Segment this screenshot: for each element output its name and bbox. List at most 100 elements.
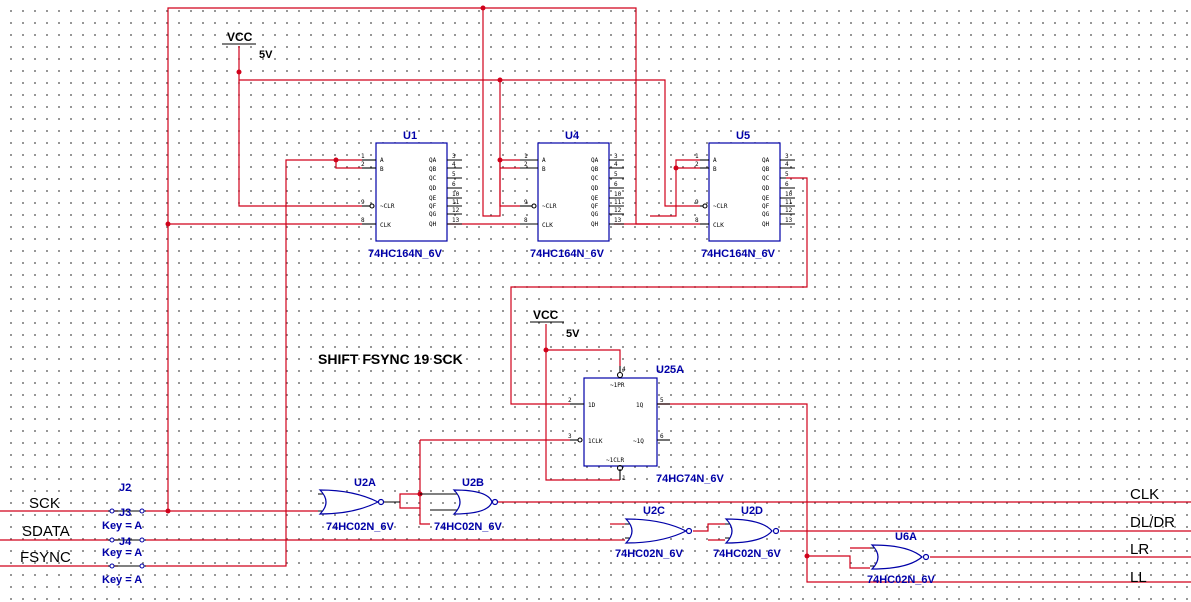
- net-label-sdata: SDATA: [22, 523, 70, 540]
- svg-text:5: 5: [785, 171, 789, 178]
- junctions: [165, 5, 810, 559]
- svg-text:3: 3: [452, 153, 456, 160]
- svg-text:QF: QF: [429, 203, 437, 210]
- connector-key: Key = A: [102, 547, 142, 559]
- nor-gate-u2c[interactable]: U2C 74HC02N_6V: [615, 505, 693, 560]
- svg-text:13: 13: [785, 217, 793, 224]
- ref-label: U2C: [643, 505, 665, 517]
- svg-text:11: 11: [785, 199, 793, 206]
- part-label: 74HC164N_6V: [368, 248, 443, 260]
- svg-text:2: 2: [361, 161, 365, 168]
- shift-register-u5[interactable]: U5 74HC164N_6V 1 2 9 8 A B ~CLR CLK QA Q…: [695, 130, 795, 260]
- svg-text:QB: QB: [429, 166, 437, 173]
- svg-text:10: 10: [452, 191, 460, 198]
- svg-text:1: 1: [524, 153, 528, 160]
- svg-text:2: 2: [568, 397, 572, 404]
- nor-gate-u6a[interactable]: U6A 74HC02N_6V: [867, 531, 936, 586]
- svg-text:QC: QC: [429, 175, 437, 182]
- output-labels: CLK DL/DR LR LL: [1130, 486, 1175, 586]
- svg-text:~CLR: ~CLR: [542, 203, 557, 210]
- nor-gate-u2a[interactable]: U2A 74HC02N_6V: [318, 477, 400, 533]
- svg-text:QG: QG: [591, 211, 599, 218]
- svg-text:6: 6: [452, 181, 456, 188]
- svg-text:2: 2: [695, 161, 699, 168]
- svg-text:9: 9: [695, 199, 699, 206]
- svg-text:~1PR: ~1PR: [610, 382, 625, 389]
- svg-text:QD: QD: [591, 185, 599, 192]
- ref-label: U6A: [895, 531, 917, 543]
- svg-text:~1Q: ~1Q: [633, 438, 644, 445]
- svg-text:1: 1: [622, 475, 626, 482]
- svg-text:8: 8: [695, 217, 699, 224]
- ref-label: U2B: [462, 477, 484, 489]
- svg-text:~CLR: ~CLR: [713, 203, 728, 210]
- svg-text:8: 8: [361, 217, 365, 224]
- svg-text:QH: QH: [762, 221, 770, 228]
- ref-label: U4: [565, 130, 580, 142]
- nor-gate-u2d[interactable]: U2D 74HC02N_6V: [713, 505, 782, 560]
- svg-text:QA: QA: [762, 157, 770, 164]
- svg-text:QF: QF: [762, 203, 770, 210]
- ref-label: U2A: [354, 477, 376, 489]
- shift-register-u1[interactable]: U1 74HC164N_6V 1 2 9 8 A B ~CLR CLK QA Q…: [361, 130, 462, 260]
- vcc-value: 5V: [566, 328, 580, 340]
- svg-text:~1CLR: ~1CLR: [606, 457, 624, 464]
- svg-text:QD: QD: [762, 185, 770, 192]
- vcc-symbol-1: VCC 5V: [222, 30, 273, 61]
- svg-text:5: 5: [614, 171, 618, 178]
- svg-text:3: 3: [614, 153, 618, 160]
- ref-label: U1: [403, 130, 417, 142]
- svg-text:5: 5: [660, 397, 664, 404]
- part-label: 74HC02N_6V: [326, 521, 395, 533]
- svg-text:QF: QF: [591, 203, 599, 210]
- part-label: 74HC164N_6V: [701, 248, 776, 260]
- svg-text:10: 10: [785, 191, 793, 198]
- svg-text:QA: QA: [591, 157, 599, 164]
- svg-text:QG: QG: [429, 211, 437, 218]
- vcc-symbol-2: VCC 5V: [530, 308, 580, 340]
- svg-text:A: A: [713, 157, 717, 164]
- net-label-clk: CLK: [1130, 486, 1159, 503]
- ref-label: U25A: [656, 364, 684, 376]
- net-label-fsync: FSYNC: [20, 549, 71, 566]
- svg-text:QE: QE: [429, 195, 437, 202]
- svg-text:2: 2: [524, 161, 528, 168]
- svg-text:QD: QD: [429, 185, 437, 192]
- nor-gate-u2b[interactable]: U2B 74HC02N_6V: [420, 477, 503, 533]
- svg-text:1CLK: 1CLK: [588, 438, 603, 445]
- flipflop-u25a[interactable]: U25A 74HC74N_6V ~1PR 1D 1Q 1CLK ~1Q ~1CL…: [568, 364, 725, 485]
- shift-register-u4[interactable]: U4 74HC164N_6V 1 2 9 8 A B ~CLR CLK QA Q…: [520, 130, 624, 260]
- svg-text:QB: QB: [762, 166, 770, 173]
- net-label-ll: LL: [1130, 569, 1147, 586]
- svg-text:QC: QC: [762, 175, 770, 182]
- wires: [0, 7, 1191, 583]
- svg-text:12: 12: [452, 207, 460, 214]
- connector-key: Key = A: [102, 520, 142, 532]
- svg-text:12: 12: [785, 207, 793, 214]
- svg-text:1: 1: [361, 153, 365, 160]
- ref-label: U5: [736, 130, 750, 142]
- svg-text:9: 9: [524, 199, 528, 206]
- svg-text:QC: QC: [591, 175, 599, 182]
- connectors[interactable]: J2 J3 Key = A J4 Key = A Key = A: [102, 482, 146, 586]
- svg-text:11: 11: [614, 199, 622, 206]
- svg-text:4: 4: [452, 161, 456, 168]
- part-label: 74HC02N_6V: [713, 548, 782, 560]
- svg-text:CLK: CLK: [713, 222, 724, 229]
- svg-text:3: 3: [785, 153, 789, 160]
- svg-text:QE: QE: [591, 195, 599, 202]
- svg-text:12: 12: [614, 207, 622, 214]
- svg-text:8: 8: [524, 217, 528, 224]
- svg-text:A: A: [380, 157, 384, 164]
- net-label-lr: LR: [1130, 541, 1149, 558]
- net-label-dl-dr: DL/DR: [1130, 514, 1175, 531]
- svg-text:13: 13: [452, 217, 460, 224]
- part-label: 74HC02N_6V: [867, 574, 936, 586]
- svg-text:1Q: 1Q: [636, 402, 644, 409]
- svg-text:QH: QH: [429, 221, 437, 228]
- svg-text:QG: QG: [762, 211, 770, 218]
- input-labels: SCK SDATA FSYNC: [20, 495, 71, 566]
- svg-text:4: 4: [622, 366, 626, 373]
